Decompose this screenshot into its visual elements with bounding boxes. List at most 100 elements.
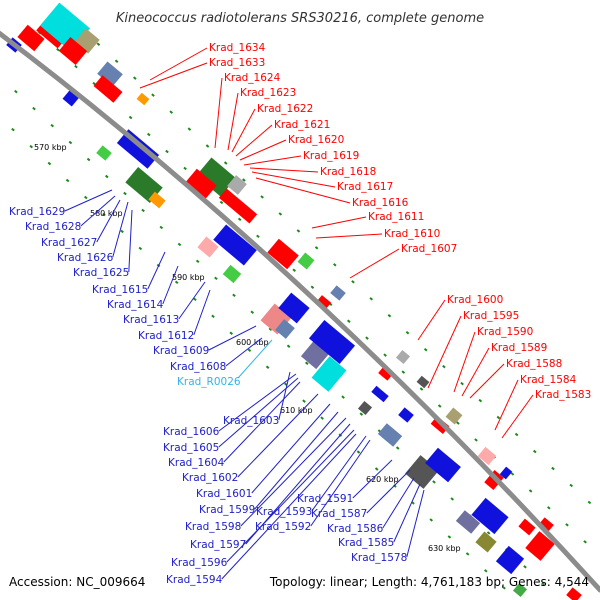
gene-label[interactable]: Krad_1600 (447, 294, 503, 306)
gene-label[interactable]: Krad_1624 (224, 72, 281, 84)
strand-dot (50, 123, 54, 128)
gene-label[interactable]: Krad_1617 (337, 181, 393, 193)
gene-label[interactable]: Krad_1604 (168, 457, 225, 469)
gene-label[interactable]: Krad_1590 (477, 326, 533, 338)
gene-label[interactable]: Krad_1629 (9, 206, 65, 218)
leader-line (235, 124, 273, 157)
gene-label[interactable]: Krad_1596 (171, 557, 228, 569)
strand-dot (460, 381, 464, 386)
gene-label[interactable]: Krad_1584 (520, 374, 577, 386)
gene-feature-block (395, 349, 411, 365)
gene-label[interactable]: Krad_1633 (209, 57, 265, 69)
leader-line (218, 377, 299, 448)
leader-line (311, 435, 367, 512)
strand-dot (423, 347, 428, 352)
strand-dot (151, 93, 155, 97)
gene-label[interactable]: Krad_1610 (384, 228, 440, 240)
leader-line (393, 483, 421, 543)
gene-label[interactable]: Krad_1595 (463, 310, 519, 322)
gene-feature-block (377, 423, 403, 447)
gene-label[interactable]: Krad_1608 (170, 361, 226, 373)
gene-feature-block (97, 61, 123, 87)
gene-label[interactable]: Krad_1614 (107, 299, 164, 311)
gene-label[interactable]: Krad_1602 (182, 472, 238, 484)
gene-label[interactable]: Krad_1607 (401, 243, 457, 255)
gene-label[interactable]: Krad_1583 (535, 389, 591, 401)
strand-dot (484, 569, 488, 573)
strand-dot (165, 149, 169, 154)
gene-label[interactable]: Krad_1603 (223, 415, 279, 427)
gene-label[interactable]: Krad_1623 (240, 87, 296, 99)
gene-label[interactable]: Krad_1615 (92, 284, 148, 296)
gene-label[interactable]: Krad_1634 (209, 42, 266, 54)
gene-label[interactable]: Krad_1606 (163, 426, 220, 438)
leader-line (96, 199, 121, 243)
gene-feature-block (93, 75, 123, 103)
leader-line (349, 248, 400, 279)
leader-line (406, 489, 425, 558)
strand-dot (133, 76, 137, 80)
strand-dot (387, 313, 392, 318)
gene-label[interactable]: Krad_1613 (123, 314, 179, 326)
gene-feature-block (222, 264, 242, 284)
gene-label[interactable]: Krad_1616 (352, 197, 409, 209)
gene-feature-block (471, 497, 509, 535)
gene-label[interactable]: Krad_1589 (491, 342, 547, 354)
gene-label[interactable]: Krad_1599 (199, 504, 255, 516)
gene-label[interactable]: Krad_1587 (311, 508, 367, 520)
gene-label[interactable]: Krad_1578 (351, 552, 407, 564)
strand-dot (174, 280, 179, 285)
gene-label[interactable]: Krad_1591 (297, 493, 353, 505)
gene-label[interactable]: Krad_1612 (138, 330, 194, 342)
gene-label[interactable]: Krad_1586 (327, 523, 384, 535)
gene-feature-block (116, 129, 160, 169)
leader-line (214, 77, 223, 149)
strand-dot (114, 59, 119, 63)
gene-label[interactable]: Krad_1611 (368, 211, 424, 223)
gene-feature-block (445, 407, 463, 425)
leader-line (237, 339, 273, 379)
gene-label[interactable]: Krad_1628 (25, 221, 81, 233)
gene-feature-block (297, 252, 315, 270)
rna-gene-label[interactable]: Krad_R0026 (177, 376, 241, 388)
gene-label[interactable]: Krad_1605 (163, 442, 219, 454)
strand-dot (456, 421, 460, 425)
gene-label[interactable]: Krad_1601 (196, 488, 252, 500)
strand-dot (86, 157, 91, 162)
gene-feature-block (518, 518, 536, 536)
gene-label[interactable]: Krad_1609 (153, 345, 209, 357)
strand-dot (474, 438, 478, 442)
gene-label[interactable]: Krad_1585 (338, 537, 394, 549)
gene-feature-block (495, 545, 525, 575)
leader-line (223, 381, 301, 463)
leader-line (494, 379, 519, 431)
strand-dot (219, 200, 224, 205)
gene-label[interactable]: Krad_1593 (256, 506, 312, 518)
gene-label[interactable]: Krad_1598 (185, 521, 241, 533)
gene-label[interactable]: Krad_1625 (73, 267, 129, 279)
gene-label[interactable]: Krad_1592 (255, 521, 311, 533)
gene-feature-block (455, 510, 481, 534)
leader-line (255, 177, 351, 204)
gene-label[interactable]: Krad_1619 (303, 150, 359, 162)
gene-label[interactable]: Krad_1597 (190, 539, 246, 551)
gene-label[interactable]: Krad_1620 (288, 134, 344, 146)
strand-dot (128, 115, 133, 120)
scale-tick-label: 610 kbp (280, 406, 313, 415)
strand-dot (32, 106, 36, 111)
gene-label[interactable]: Krad_1618 (320, 166, 376, 178)
gene-labels[interactable]: Krad_1634Krad_1633Krad_1624Krad_1623Krad… (9, 42, 591, 586)
strand-dot (465, 552, 470, 556)
gene-feature-block (58, 37, 88, 65)
gene-feature-block (512, 582, 528, 598)
gene-label[interactable]: Krad_1622 (257, 103, 313, 115)
scale-tick-label: 580 kbp (90, 209, 123, 218)
strand-dot (187, 127, 192, 131)
gene-label[interactable]: Krad_1588 (506, 358, 562, 370)
leader-line (227, 92, 239, 151)
gene-label[interactable]: Krad_1594 (166, 574, 223, 586)
gene-label[interactable]: Krad_1621 (274, 119, 330, 131)
gene-label[interactable]: Krad_1626 (57, 252, 114, 264)
gene-label[interactable]: Krad_1627 (41, 237, 97, 249)
